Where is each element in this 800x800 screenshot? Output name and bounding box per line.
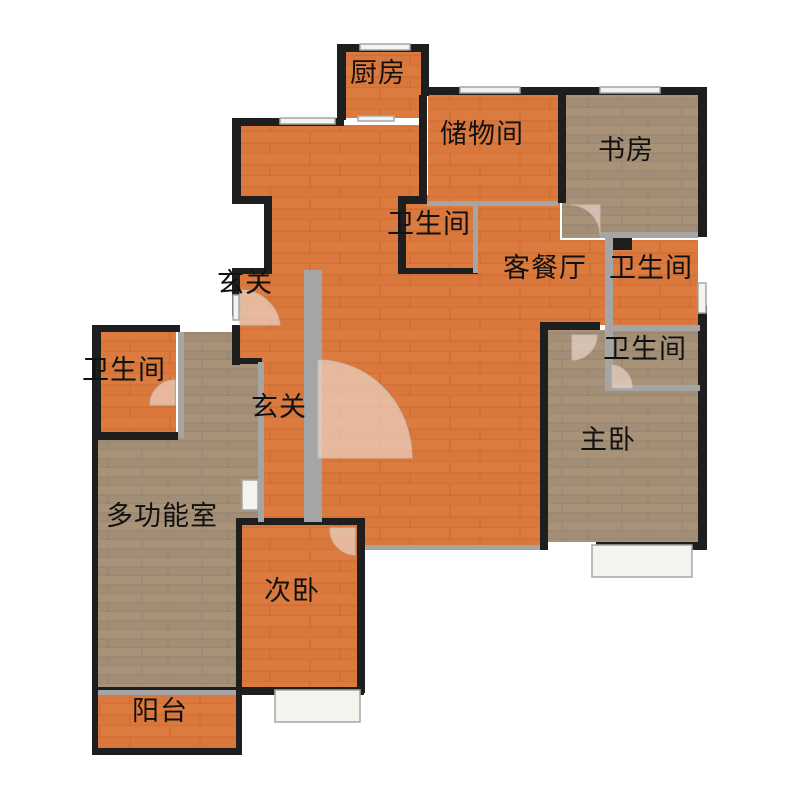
storage-window	[459, 86, 521, 94]
bath-right-upper-floor	[610, 240, 698, 328]
tile-floors	[98, 95, 700, 690]
kitchen-window	[359, 43, 411, 51]
living-window	[279, 117, 336, 125]
study-door-swing	[569, 204, 601, 236]
bath-right-upper-label: 卫生间	[609, 253, 693, 284]
kitchen-pass-window	[357, 115, 395, 122]
multi-room-label: 多功能室	[106, 501, 218, 532]
study-label: 书房	[598, 135, 654, 166]
master-bedroom-floor	[548, 330, 700, 542]
multi-room-door-gap	[241, 479, 259, 511]
second-bay-window	[274, 689, 361, 723]
bath-left-door-swing	[149, 379, 176, 406]
bath-right-door-swing	[611, 364, 633, 389]
entry-door-swing	[317, 359, 413, 459]
windows	[232, 43, 707, 723]
bath-center-label: 卫生间	[387, 209, 471, 240]
storage-label: 储物间	[440, 119, 524, 150]
multi-room-floor	[98, 332, 258, 690]
foyer-window	[232, 294, 240, 321]
door-swings	[149, 204, 633, 556]
foyer-upper-label: 玄关	[217, 268, 273, 299]
living-dining-label: 客餐厅	[503, 253, 587, 284]
balcony-floor	[98, 695, 236, 748]
bath-right-lower-label: 卫生间	[603, 334, 687, 365]
foyer-door-swing	[239, 289, 281, 326]
master-door-swing	[571, 334, 598, 361]
study-window	[599, 86, 661, 94]
bath-right-window	[697, 282, 707, 314]
foyer-lower-label: 玄关	[251, 392, 307, 423]
kitchen-label: 厨房	[350, 58, 406, 89]
bath-left-label: 卫生间	[82, 355, 166, 386]
study-floor	[562, 95, 698, 238]
partitions	[98, 201, 700, 695]
second-bedroom-floor	[240, 525, 360, 690]
storage-floor	[428, 95, 558, 203]
balcony-label: 阳台	[132, 696, 188, 727]
second-bedroom-label: 次卧	[264, 576, 320, 607]
bath-center-floor	[405, 205, 475, 270]
master-bedroom-label: 主卧	[580, 425, 636, 456]
kitchen-floor	[345, 52, 423, 118]
master-bay-window	[591, 544, 693, 578]
second-door-swing	[329, 527, 356, 556]
